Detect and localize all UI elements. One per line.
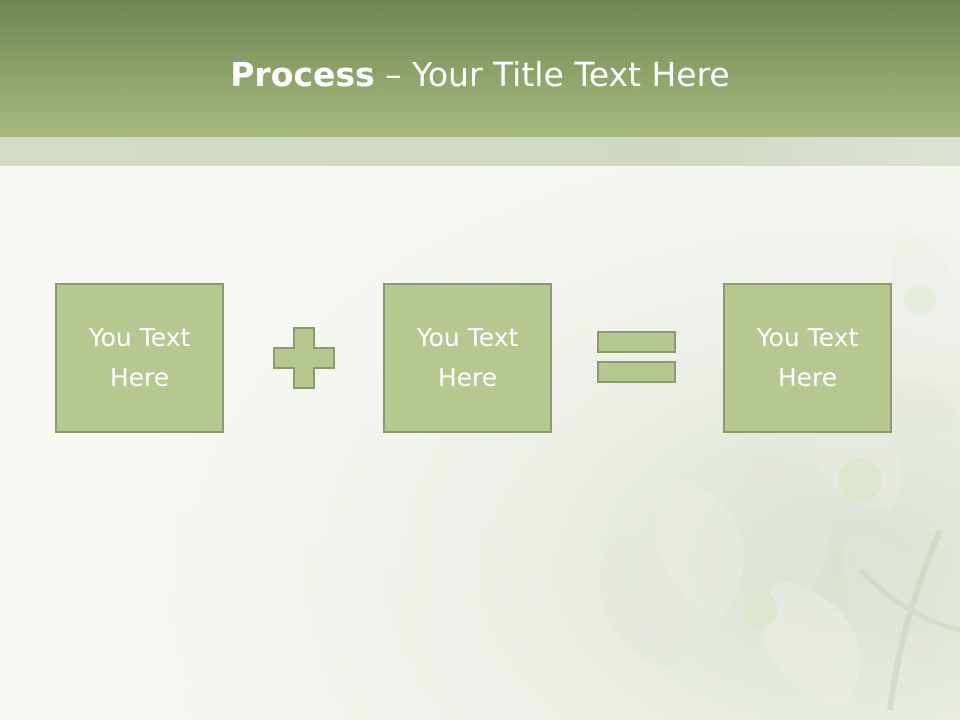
flower-background-image [599, 230, 960, 711]
process-step-2-box[interactable]: You Text Here [383, 283, 552, 433]
plus-icon [273, 327, 335, 389]
slide-title: Process – Your Title Text Here [0, 52, 960, 98]
slide-title-rest: – Your Title Text Here [374, 55, 730, 94]
process-result-text: You Text Here [756, 323, 859, 392]
title-band [0, 137, 960, 166]
equals-icon [597, 331, 676, 383]
process-step-1-text: You Text Here [88, 323, 191, 392]
process-result-box[interactable]: You Text Here [723, 283, 892, 433]
process-step-1-box[interactable]: You Text Here [55, 283, 224, 433]
process-step-2-text: You Text Here [416, 323, 519, 392]
title-bar [0, 0, 960, 137]
slide-title-bold: Process [230, 55, 375, 94]
